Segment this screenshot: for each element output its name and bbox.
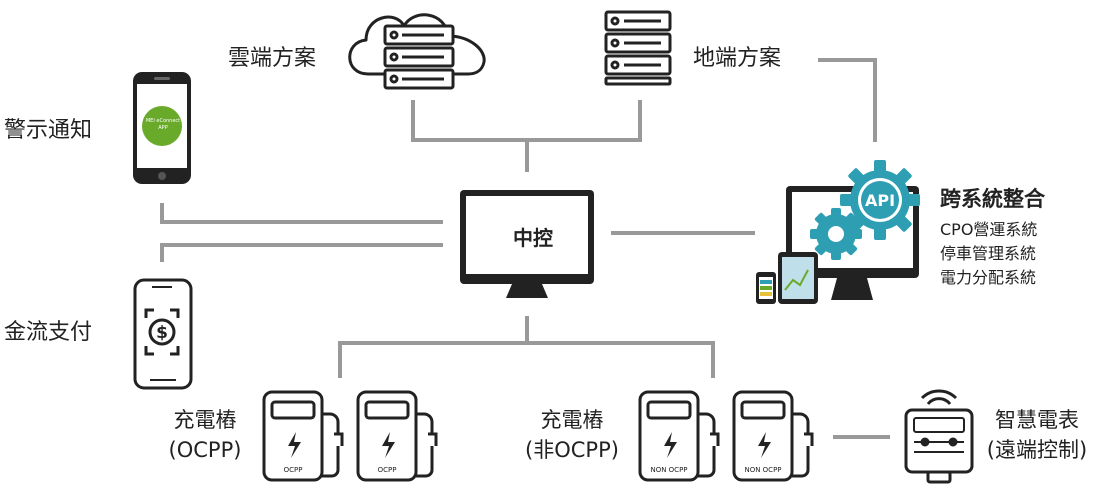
charger-non-ocpp-2-icon: [732, 390, 814, 482]
app-name-text: MEI eConnect APP: [145, 118, 181, 131]
charger-tag-ocpp-2: OCPP: [377, 466, 397, 474]
smart-meter-label-2: (遠端控制): [986, 438, 1088, 462]
onprem-server-icon: [604, 10, 672, 86]
integration-title: 跨系統整合: [940, 187, 1045, 211]
integration-item-cpo: CPO營運系統: [940, 220, 1038, 239]
payment-phone-icon: [133, 278, 193, 390]
integration-item-parking: 停車管理系統: [940, 244, 1037, 263]
integration-devices-icon: [756, 160, 920, 304]
charger-non-ocpp-label-1: 充電樁: [540, 408, 604, 432]
charger-tag-non-ocpp-2: NON OCPP: [744, 466, 782, 474]
smart-meter-label-1: 智慧電表: [995, 408, 1079, 432]
onprem-solution-label: 地端方案: [693, 46, 782, 71]
dollar-sign: $: [156, 323, 168, 343]
charger-ocpp-2-icon: [356, 390, 438, 482]
cloud-solution-label: 雲端方案: [228, 46, 317, 71]
charger-tag-non-ocpp-1: NON OCPP: [650, 466, 688, 474]
payment-label: 金流支付: [4, 320, 93, 345]
charger-non-ocpp-1-icon: [638, 390, 720, 482]
alert-phone-icon: [133, 72, 191, 184]
central-control-label: 中控: [513, 226, 553, 250]
integration-item-power: 電力分配系統: [940, 268, 1037, 287]
central-monitor-icon: [460, 190, 594, 298]
cloud-server-icon: [348, 13, 486, 90]
charger-tag-ocpp-1: OCPP: [283, 466, 303, 474]
charger-ocpp-label-1: 充電樁: [173, 408, 237, 432]
connector-lines: [160, 58, 890, 439]
api-badge: API: [864, 191, 896, 210]
charger-non-ocpp-label-2: (非OCPP): [525, 438, 619, 462]
smart-meter-icon: [904, 389, 974, 484]
charger-ocpp-label-2: (OCPP): [168, 438, 242, 462]
alert-notification-label: 警示通知: [4, 118, 93, 143]
charger-ocpp-1-icon: [262, 390, 344, 482]
